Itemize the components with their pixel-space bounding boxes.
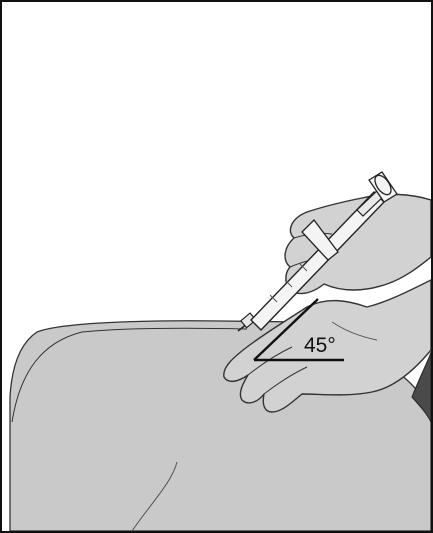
angle-label: 45° — [304, 334, 336, 357]
